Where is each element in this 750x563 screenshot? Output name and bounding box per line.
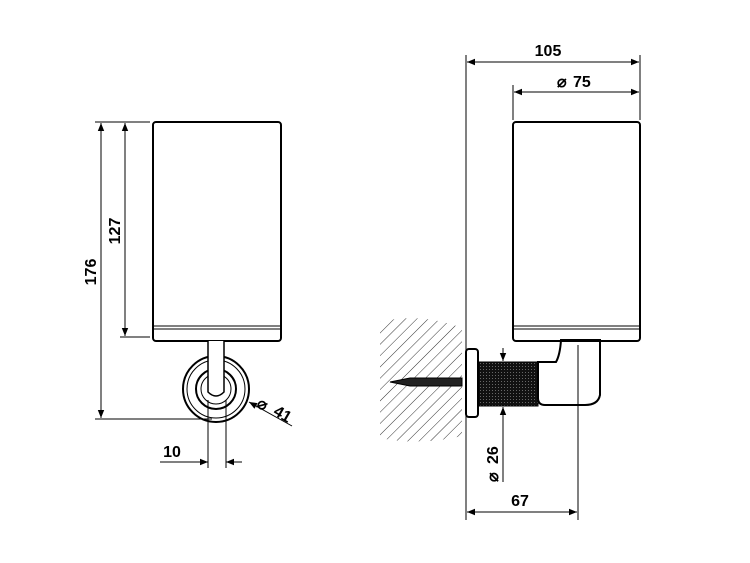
dim-symbol-diameter: ⌀	[254, 395, 271, 415]
dim-label-knurl-diameter: 26	[485, 446, 502, 464]
dim-label-total-projection: 105	[535, 43, 562, 60]
wall-flange	[465, 348, 479, 418]
bracket-arm	[537, 339, 601, 406]
side-view: 105 ⌀ 75 ⌀ 26 67	[380, 43, 641, 520]
wall-anchor-screw	[389, 377, 463, 387]
knurled-sleeve	[478, 361, 539, 407]
dim-label-cup-height: 127	[107, 218, 124, 245]
cup-body-front	[152, 121, 282, 342]
dim-label-overall-height: 176	[83, 259, 100, 286]
dim-label-cup-diameter: 75	[573, 74, 591, 91]
dim-label-axis-projection: 67	[511, 493, 529, 510]
dim-label-rosette-diameter: 41	[270, 403, 294, 427]
dim-symbol-diameter: ⌀	[557, 74, 567, 91]
arm-front	[207, 341, 225, 397]
dim-label-arm-width: 10	[163, 444, 181, 461]
cup-body-side	[512, 121, 641, 342]
dim-symbol-diameter: ⌀	[485, 472, 502, 482]
front-view: 176 127 ⌀ 41 10	[83, 121, 294, 468]
dim-leader-41	[248, 401, 293, 427]
